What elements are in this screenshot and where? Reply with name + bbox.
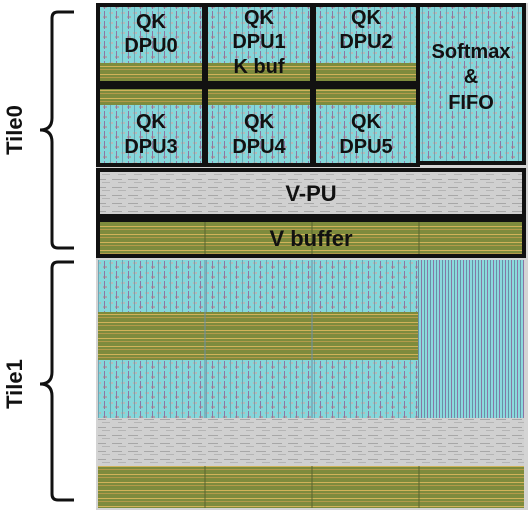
dpu2-label-bottom: DPU2: [339, 31, 392, 53]
dpu4-label-top: QK: [244, 111, 275, 133]
tile0-brace: [39, 10, 74, 250]
dpu2-buffer-strip: [316, 63, 416, 81]
dpu5-buffer-strip: [316, 89, 416, 105]
dpu0-label-bottom: DPU0: [124, 35, 177, 57]
dpu3-buffer-strip: [100, 89, 202, 105]
dpu1-label-bottom: DPU1: [232, 31, 285, 53]
fifo-label: FIFO: [448, 92, 494, 114]
kbuf-strip: [208, 63, 310, 81]
vpu-label: V-PU: [285, 181, 336, 206]
tile0-label: Tile0: [2, 105, 27, 155]
dpu3-label-top: QK: [136, 111, 167, 133]
tile1-brace: [39, 260, 74, 502]
dpu4-label-bottom: DPU4: [232, 136, 286, 158]
kbuf-label: K buf: [233, 56, 284, 78]
tile1-region: [98, 260, 524, 508]
dpu0-label-top: QK: [136, 11, 167, 33]
dpu4-buffer-strip: [208, 89, 310, 105]
vbuffer-block: [96, 218, 526, 258]
dpu5-label-bottom: DPU5: [339, 136, 392, 158]
tile0-region: [96, 3, 526, 258]
dpu0-buffer-strip: [100, 63, 202, 81]
vpu-block: [96, 168, 526, 218]
dpu5-label-top: QK: [351, 111, 382, 133]
dpu3-label-bottom: DPU3: [124, 136, 177, 158]
softmax-label: Softmax: [432, 41, 511, 63]
dpu2-label-top: QK: [351, 7, 382, 29]
dpu1-label-top: QK: [244, 7, 275, 29]
vbuffer-label: V buffer: [269, 226, 353, 251]
softmax-fifo-block: [416, 3, 526, 165]
tile1-label: Tile1: [2, 359, 27, 409]
softmax-amp-label: &: [464, 66, 478, 88]
